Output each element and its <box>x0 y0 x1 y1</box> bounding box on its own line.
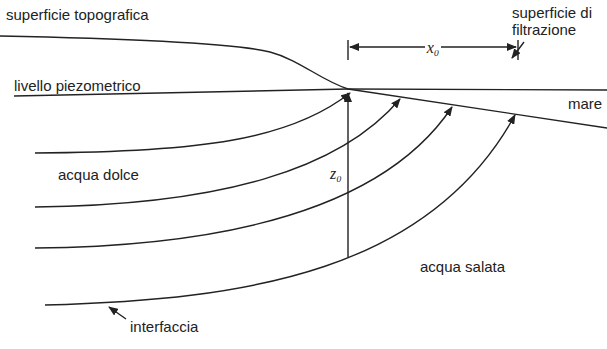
filtration-leader <box>512 42 524 58</box>
topographic-surface <box>0 36 607 128</box>
sea-level-line <box>348 89 607 90</box>
dimension-symbol: z₀ <box>328 165 344 182</box>
z0-dimension <box>347 93 348 257</box>
flow-line <box>35 93 350 153</box>
piezometric-label: livello piezometrico <box>14 77 141 94</box>
surface-label: superficie topografica <box>6 6 149 23</box>
interface-label: interfaccia <box>130 318 198 335</box>
interface-leader <box>109 307 126 319</box>
flow-line <box>35 107 452 248</box>
x0-tick <box>347 40 348 60</box>
region-label: acqua dolce <box>58 166 139 183</box>
interface-line <box>45 115 515 305</box>
sea-label: mare <box>568 95 602 112</box>
filtration-label: superficie di filtrazione <box>512 4 604 38</box>
flow-line <box>35 99 400 207</box>
region-label: acqua salata <box>420 258 505 275</box>
dimension-symbol: x₀ <box>425 39 442 56</box>
